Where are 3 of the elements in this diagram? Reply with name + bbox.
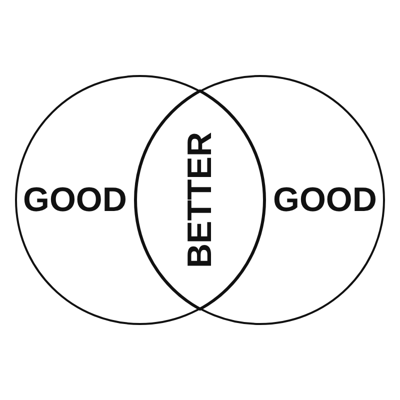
circle-label: GOOD <box>273 183 377 217</box>
circle-label: BETTER <box>183 132 217 268</box>
circle-label: GOOD <box>23 183 127 217</box>
